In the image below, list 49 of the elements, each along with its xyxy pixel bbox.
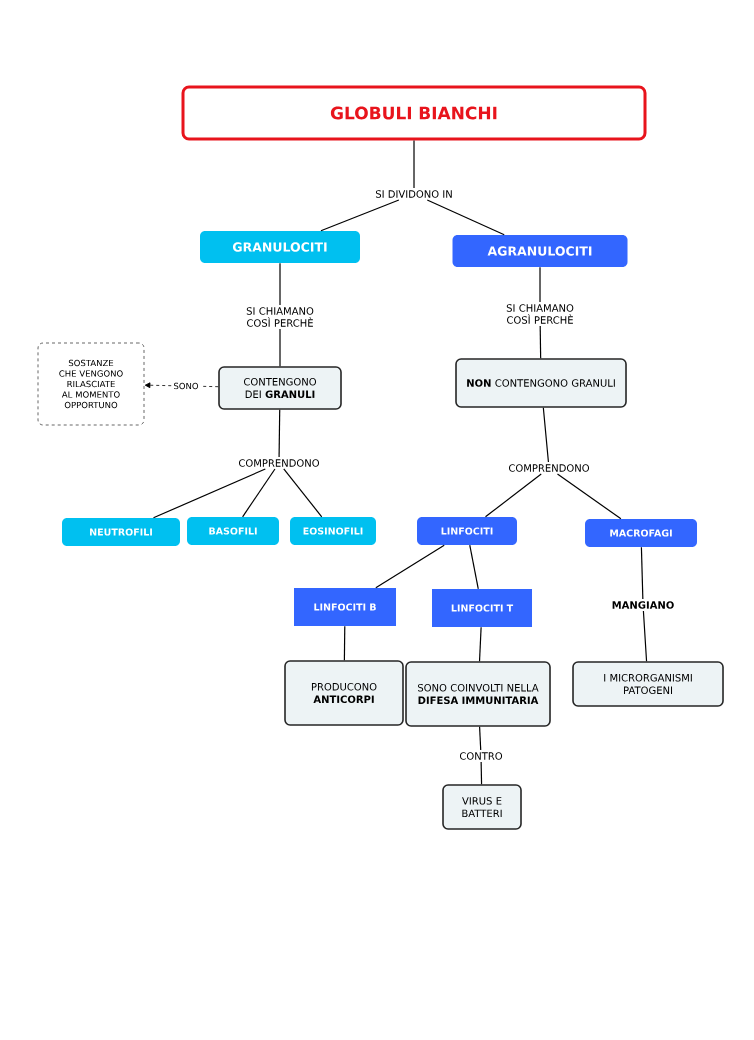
- concept-box: PRODUCONO ANTICORPI: [284, 660, 404, 726]
- connector: [484, 473, 542, 518]
- category-box: GRANULOCITI: [200, 231, 360, 263]
- connector: [469, 544, 479, 590]
- connector: [278, 409, 281, 458]
- connector: [279, 328, 281, 367]
- title-box: GLOBULI BIANCHI: [181, 85, 647, 141]
- arrow: [144, 382, 172, 389]
- linking-phrase: COMPRENDONO: [509, 464, 590, 472]
- concept-box: SONO COINVOLTI NELLA DIFESA IMMUNITARIA: [405, 661, 551, 727]
- concept-box: I MICRORGANISMI PATOGENI: [572, 661, 724, 707]
- connector: [320, 199, 400, 232]
- connector: [283, 468, 323, 518]
- linking-phrase: SI CHIAMANO COSÌ PERCHÈ: [506, 304, 574, 324]
- category-box: LINFOCITI B: [294, 588, 396, 626]
- connector: [542, 407, 550, 463]
- connector: [426, 199, 505, 236]
- linking-phrase: CONTRO: [459, 752, 503, 760]
- connector: [242, 468, 276, 518]
- linking-phrase: SI DIVIDONO IN: [375, 190, 452, 198]
- connector: [640, 546, 644, 600]
- category-box: EOSINOFILI: [290, 517, 376, 545]
- connector: [413, 139, 415, 189]
- connector: [539, 325, 542, 359]
- category-box: LINFOCITI: [417, 517, 517, 545]
- category-box: LINFOCITI T: [432, 589, 532, 627]
- connector: [375, 544, 445, 589]
- connector: [343, 625, 346, 661]
- linking-phrase: SI CHIAMANO COSÌ PERCHÈ: [246, 307, 314, 327]
- linking-phrase: COMPRENDONO: [239, 459, 320, 467]
- connector: [279, 262, 281, 306]
- concept-box: VIRUS E BATTERI: [442, 784, 522, 830]
- category-box: BASOFILI: [187, 517, 279, 545]
- connector: [642, 610, 648, 662]
- linking-phrase: MANGIANO: [612, 601, 674, 609]
- connector: [152, 468, 266, 519]
- connector: [539, 266, 541, 303]
- concept-box: NON CONTENGONO GRANULI: [455, 358, 627, 408]
- connector: [479, 726, 482, 751]
- connector: [556, 473, 622, 520]
- category-box: NEUTROFILI: [62, 518, 180, 546]
- connector: [478, 626, 482, 662]
- category-box: AGRANULOCITI: [452, 235, 628, 267]
- connector: [200, 385, 219, 388]
- concept-box: CONTENGONO DEI GRANULI: [218, 366, 342, 410]
- category-box: MACROFAGI: [585, 519, 697, 547]
- connector: [480, 761, 483, 785]
- note-box: SOSTANZE CHE VENGONO RILASCIATE AL MOMENTO OPPORTUNO: [37, 342, 145, 426]
- linking-phrase: SONO: [174, 382, 199, 390]
